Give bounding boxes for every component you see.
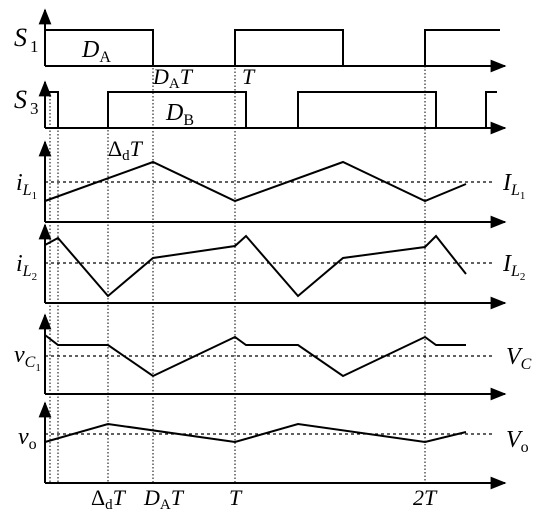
vo-average-label: Vo [506, 427, 529, 456]
il2-label: iL2 [16, 251, 37, 283]
ddt-label: ΔdT [108, 136, 144, 164]
bottom-dat-label: DAT [143, 485, 185, 513]
s3-waveform [45, 91, 497, 129]
bottom-t-label: T [229, 485, 243, 510]
dat-label: DAT [152, 64, 194, 92]
da-label: DA [81, 37, 111, 66]
vc1-label: vC1 [14, 342, 41, 374]
axes [38, 8, 507, 490]
db-label: DB [165, 100, 194, 129]
s1-waveform [45, 29, 500, 67]
average-lines [45, 181, 495, 435]
vo-waveform [44, 422, 467, 444]
il1-waveform [44, 160, 467, 203]
waveforms [44, 29, 500, 444]
il2-waveform [44, 234, 467, 298]
vo-label: vo [18, 424, 37, 453]
il1-label: iL1 [16, 170, 37, 202]
vc-average-label: VC [506, 344, 532, 373]
bottom-ddt-label: ΔdT [91, 485, 127, 513]
bottom-2t-label: 2T [413, 485, 438, 510]
il1-average-label: IL1 [502, 170, 525, 202]
t-top-label: T [242, 64, 256, 89]
il2-average-label: IL2 [502, 251, 525, 283]
vc1-waveform [44, 334, 466, 378]
